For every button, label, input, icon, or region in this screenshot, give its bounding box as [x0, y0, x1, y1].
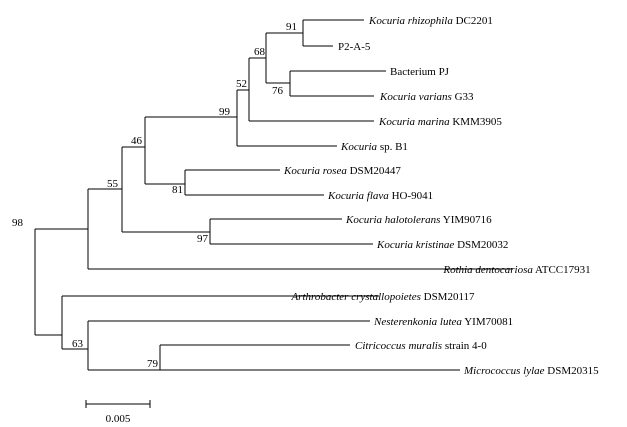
bootstrap-value: 55 — [107, 178, 119, 190]
bootstrap-value: 98 — [12, 217, 24, 229]
leaf-label: Rothia dentocariosa ATCC17931 — [442, 264, 590, 276]
leaf-label: Kocuria marina KMM3905 — [378, 116, 502, 128]
leaf-label: Nesterenkonia lutea YIM70081 — [373, 316, 513, 328]
leaf-label: Citricoccus muralis strain 4-0 — [355, 340, 487, 352]
leaf-label: Kocuria rhizophila DC2201 — [368, 15, 493, 27]
bootstrap-value: 79 — [147, 358, 159, 370]
bootstrap-value: 76 — [272, 85, 284, 97]
bootstrap-value: 97 — [197, 233, 209, 245]
leaf-label: Bacterium PJ — [390, 66, 450, 78]
leaf-labels: Kocuria rhizophila DC2201 P2-A-5 Bacteri… — [283, 15, 599, 377]
bootstrap-values: 91 68 52 99 76 46 55 81 97 98 63 79 — [12, 21, 297, 370]
bootstrap-value: 52 — [236, 78, 247, 90]
bootstrap-value: 99 — [219, 106, 231, 118]
scale-bar: 0.005 — [85, 400, 151, 425]
leaf-label: Kocuria rosea DSM20447 — [283, 165, 401, 177]
bootstrap-value: 63 — [72, 338, 84, 350]
bootstrap-value: 68 — [254, 46, 266, 58]
leaf-label: Arthrobacter crystallopoietes DSM20117 — [290, 291, 475, 303]
bootstrap-value: 81 — [172, 184, 183, 196]
bootstrap-value: 91 — [286, 21, 297, 33]
leaf-label: Kocuria halotolerans YIM90716 — [345, 214, 492, 226]
tree-branches — [34, 19, 513, 371]
leaf-label: P2-A-5 — [338, 41, 371, 53]
leaf-label: Micrococcus lylae DSM20315 — [463, 365, 599, 377]
leaf-label: Kocuria flava HO-9041 — [327, 190, 433, 202]
leaf-label: Kocuria kristinae DSM20032 — [376, 239, 508, 251]
scale-bar-label: 0.005 — [106, 413, 131, 425]
bootstrap-value: 46 — [131, 135, 143, 147]
leaf-label: Kocuria sp. B1 — [340, 141, 408, 153]
leaf-label: Kocuria varians G33 — [379, 91, 474, 103]
